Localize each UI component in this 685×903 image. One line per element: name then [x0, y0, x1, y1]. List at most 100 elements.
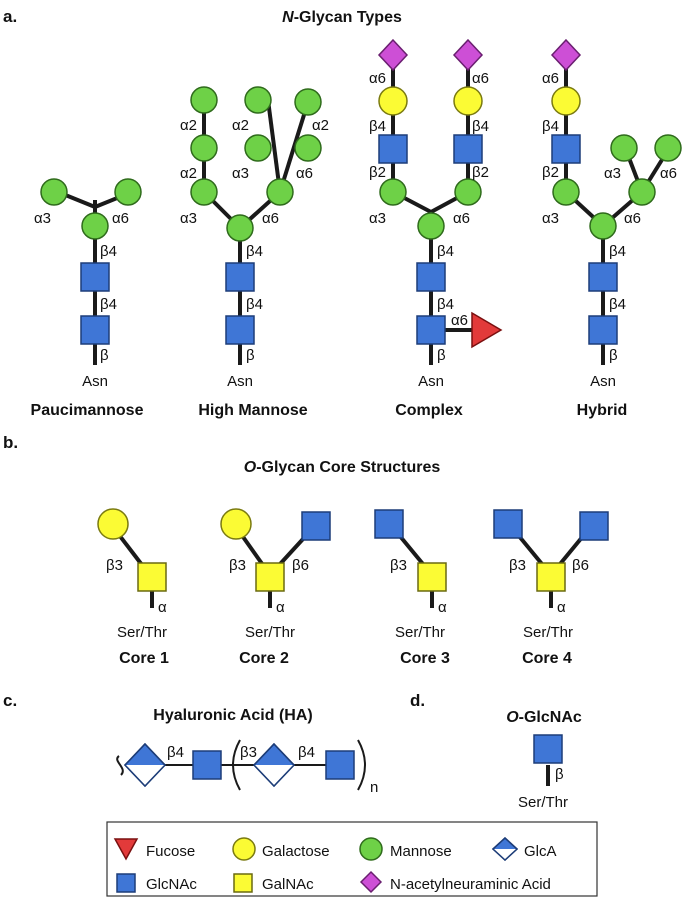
- high-mannose-label: High Mannose: [198, 402, 307, 419]
- svg-text:β3: β3: [106, 557, 123, 574]
- legend-glcnac-icon: [116, 873, 136, 893]
- svg-text:β4: β4: [100, 296, 117, 313]
- asn-label: Asn: [82, 373, 108, 390]
- glcnac-icon: [80, 262, 110, 292]
- svg-text:α2: α2: [232, 117, 249, 134]
- legend-glcnac: GlcNAc: [146, 876, 197, 893]
- complex-structure: α6 α6 β4 β4 β2 β2 α3 α6 β4 β4 α6 β Asn C…: [369, 38, 503, 419]
- legend: Fucose Galactose Mannose GlcA GlcNAc Gal…: [106, 821, 598, 897]
- svg-text:α3: α3: [180, 210, 197, 227]
- svg-text:β6: β6: [572, 557, 589, 574]
- mannose-icon: [114, 178, 142, 206]
- svg-text:β4: β4: [609, 243, 626, 260]
- svg-text:β: β: [246, 347, 255, 364]
- svg-text:α: α: [438, 599, 447, 616]
- galactose-icon: [378, 86, 408, 116]
- svg-text:β4: β4: [246, 296, 263, 313]
- svg-text:α6: α6: [472, 70, 489, 87]
- svg-text:α3: α3: [34, 210, 51, 227]
- oglcnac-title: O-GlcNAc: [506, 709, 582, 726]
- svg-text:α6: α6: [369, 70, 386, 87]
- svg-text:α2: α2: [180, 117, 197, 134]
- svg-text:β4: β4: [609, 296, 626, 313]
- core-2-structure: β3 β6 α Ser/Thr Core 2: [220, 508, 331, 667]
- svg-text:Asn: Asn: [227, 373, 253, 390]
- svg-text:α3: α3: [369, 210, 386, 227]
- sialic-acid-icon: [377, 38, 409, 72]
- svg-text:α3: α3: [542, 210, 559, 227]
- core-3-structure: β3 α Ser/Thr Core 3: [374, 509, 450, 667]
- svg-text:β3: β3: [229, 557, 246, 574]
- svg-text:α6: α6: [296, 165, 313, 182]
- svg-text:β3: β3: [240, 744, 257, 761]
- nglycan-title: N-Glycan Types: [282, 9, 402, 26]
- ha-title: Hyaluronic Acid (HA): [153, 707, 312, 724]
- hybrid-label: Hybrid: [577, 402, 628, 419]
- svg-text:Ser/Thr: Ser/Thr: [395, 624, 445, 641]
- svg-text:Ser/Thr: Ser/Thr: [518, 794, 568, 811]
- svg-text:β6: β6: [292, 557, 309, 574]
- legend-galnac: GalNAc: [262, 876, 314, 893]
- svg-text:β3: β3: [509, 557, 526, 574]
- core-4-label: Core 4: [522, 650, 572, 667]
- svg-text:α6: α6: [451, 312, 468, 329]
- svg-text:α6: α6: [660, 165, 677, 182]
- legend-mannose-icon: [359, 837, 383, 861]
- svg-text:β: β: [437, 347, 446, 364]
- fucose-icon: [471, 311, 503, 349]
- svg-text:α3: α3: [232, 165, 249, 182]
- core-3-label: Core 3: [400, 650, 450, 667]
- panel-label-b: b.: [3, 433, 18, 452]
- oglycan-title: O-Glycan Core Structures: [244, 459, 441, 476]
- legend-sialic-icon: [359, 870, 383, 894]
- hyaluronic-acid-structure: β4 β3 β4 n: [116, 739, 378, 796]
- svg-text:α: α: [158, 599, 167, 616]
- svg-text:β4: β4: [542, 118, 559, 135]
- svg-text:α6: α6: [112, 210, 129, 227]
- svg-text:α6: α6: [624, 210, 641, 227]
- svg-text:Asn: Asn: [590, 373, 616, 390]
- paucimannose-structure: α3 α6 β4 β4 β Asn Paucimannose: [31, 178, 144, 419]
- svg-text:α6: α6: [542, 70, 559, 87]
- svg-text:β4: β4: [298, 744, 315, 761]
- high-mannose-structure: α3 α6 α2 α2 α3 α2 α6 α2 β4 β4 β Asn High…: [180, 86, 329, 419]
- core-2-label: Core 2: [239, 650, 289, 667]
- svg-text:Ser/Thr: Ser/Thr: [245, 624, 295, 641]
- svg-text:β4: β4: [246, 243, 263, 260]
- svg-text:β4: β4: [369, 118, 386, 135]
- paucimannose-label: Paucimannose: [31, 402, 144, 419]
- svg-text:β: β: [609, 347, 618, 364]
- legend-neu5ac: N-acetylneuraminic Acid: [390, 876, 551, 893]
- svg-text:Asn: Asn: [418, 373, 444, 390]
- svg-text:β2: β2: [472, 164, 489, 181]
- panel-label-a: a.: [3, 7, 17, 26]
- svg-text:α: α: [557, 599, 566, 616]
- svg-text:α3: α3: [604, 165, 621, 182]
- svg-text:β: β: [555, 766, 564, 783]
- panel-label-d: d.: [410, 691, 425, 710]
- svg-text:β4: β4: [437, 243, 454, 260]
- svg-text:Ser/Thr: Ser/Thr: [523, 624, 573, 641]
- glcnac-icon: [80, 315, 110, 345]
- svg-text:β4: β4: [472, 118, 489, 135]
- oglcnac-structure: β Ser/Thr: [518, 734, 568, 811]
- svg-text:α2: α2: [180, 165, 197, 182]
- legend-galactose-icon: [232, 837, 256, 861]
- complex-label: Complex: [395, 402, 463, 419]
- svg-text:α2: α2: [312, 117, 329, 134]
- svg-text:α6: α6: [453, 210, 470, 227]
- svg-text:n: n: [370, 779, 378, 796]
- legend-fucose-icon: [113, 838, 139, 861]
- mannose-icon: [81, 212, 109, 240]
- legend-glca: GlcA: [524, 843, 557, 860]
- svg-text:β3: β3: [390, 557, 407, 574]
- panel-label-c: c.: [3, 691, 17, 710]
- legend-glca-icon: [491, 836, 519, 862]
- svg-text:β: β: [100, 347, 109, 364]
- legend-galactose: Galactose: [262, 843, 330, 860]
- galnac-icon: [137, 562, 167, 592]
- legend-mannose: Mannose: [390, 843, 452, 860]
- svg-text:α6: α6: [262, 210, 279, 227]
- svg-text:β4: β4: [167, 744, 184, 761]
